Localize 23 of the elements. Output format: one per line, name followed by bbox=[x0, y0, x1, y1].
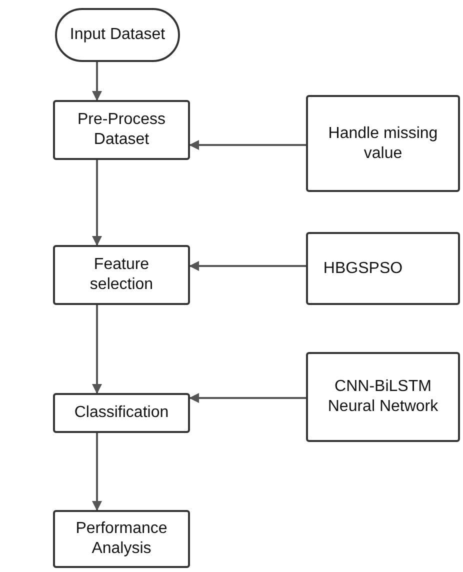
node-label: Performance Analysis bbox=[74, 519, 168, 559]
process-box bbox=[53, 393, 190, 433]
node-label: HBGSPSO bbox=[323, 258, 404, 278]
arrow bbox=[92, 62, 102, 101]
process-box bbox=[53, 510, 190, 568]
node-label: Classification bbox=[74, 403, 169, 423]
process-box bbox=[306, 352, 460, 442]
arrow bbox=[92, 305, 102, 394]
node-label: Handle missing value bbox=[327, 124, 439, 164]
arrow bbox=[189, 140, 306, 150]
arrow bbox=[189, 261, 306, 271]
node-label: Pre-Process Dataset bbox=[76, 110, 167, 150]
node-label: Feature selection bbox=[88, 255, 154, 295]
arrow bbox=[92, 160, 102, 246]
node-label: CNN-BiLSTM Neural Network bbox=[326, 377, 440, 417]
process-box bbox=[306, 95, 460, 192]
process-box bbox=[306, 232, 460, 305]
arrow bbox=[92, 433, 102, 511]
process-box bbox=[53, 100, 190, 160]
process-box bbox=[53, 245, 190, 305]
arrow bbox=[189, 393, 306, 403]
terminal-box bbox=[55, 8, 180, 62]
node-label: Input Dataset bbox=[70, 25, 166, 45]
